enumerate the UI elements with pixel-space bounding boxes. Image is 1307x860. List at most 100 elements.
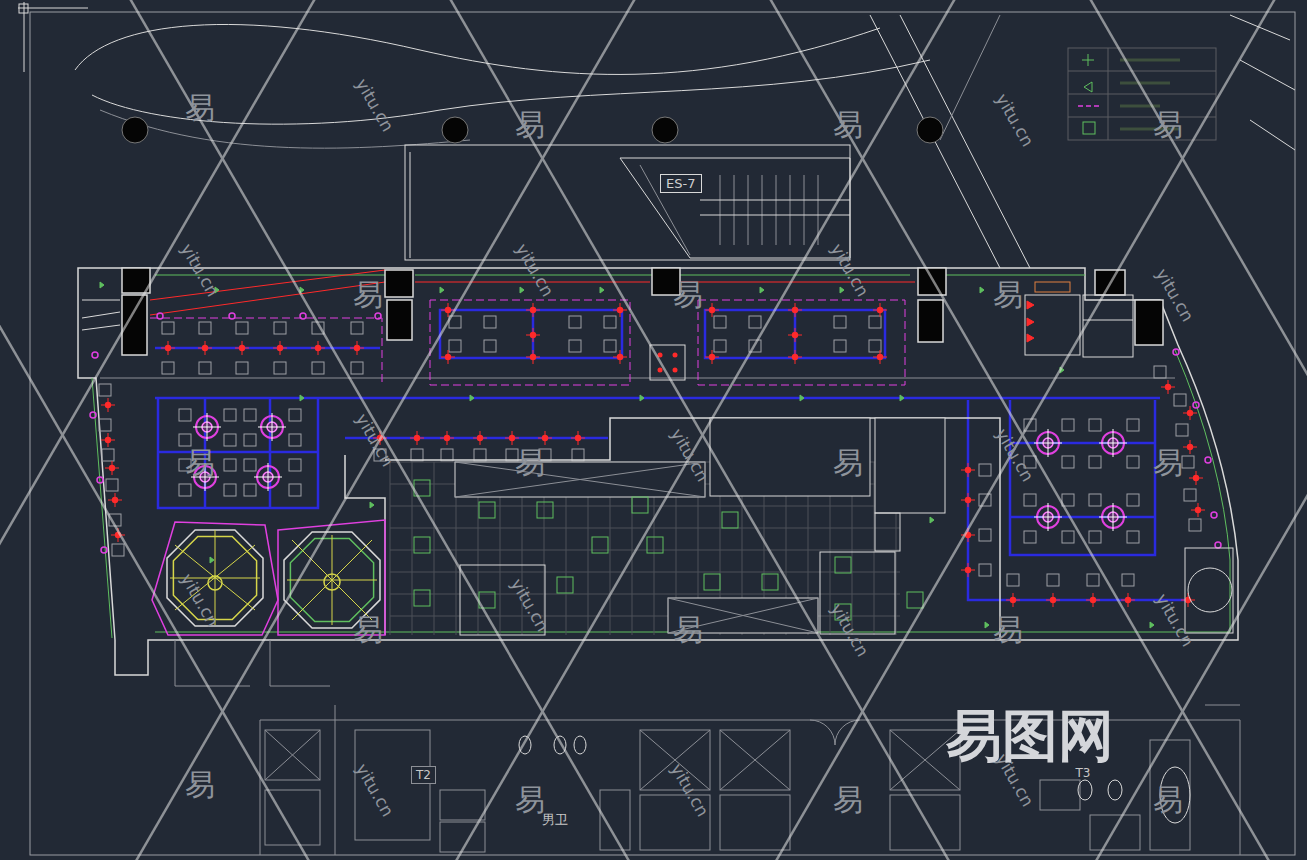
downlight-dot: [445, 307, 451, 313]
cashier-counter: [1025, 295, 1080, 355]
chair-symbol: [1154, 366, 1166, 378]
chair-symbol: [869, 316, 881, 328]
drawing-frame: [30, 12, 1295, 855]
chair-symbol: [274, 362, 286, 374]
escalator-step: [790, 175, 791, 245]
shaft-cross: [720, 730, 790, 790]
chair-symbol: [179, 434, 191, 446]
fresh-air-grille: [414, 537, 430, 553]
chair-symbol: [179, 409, 191, 421]
legend-rule: [1068, 117, 1216, 118]
chair-symbol: [351, 322, 363, 334]
atrium-curve: [75, 24, 880, 74]
downlight-dot: [277, 345, 283, 351]
downlight-dot: [530, 354, 536, 360]
pendant-lamp-symbol: [193, 413, 221, 441]
downlight-dot: [105, 402, 111, 408]
downlight-dot: [792, 332, 798, 338]
pendant-lamp-symbol: [254, 463, 282, 491]
chair-symbol: [224, 459, 236, 471]
downlight-dot: [509, 435, 515, 441]
toilet-tag: T2: [411, 766, 436, 784]
niche-light: [673, 368, 678, 373]
watermark: yitu.cn: [507, 575, 553, 635]
downlight-dot: [315, 345, 321, 351]
downlight-symbol: [311, 341, 325, 355]
downlight-dot: [542, 435, 548, 441]
vent-arrow: [470, 395, 474, 401]
tile-line: [434, 462, 435, 635]
watermark-stroke: [765, 0, 1280, 860]
downlight-dot: [1050, 597, 1056, 603]
wall-lamp-symbol: [1193, 402, 1199, 408]
structural-column: [918, 268, 946, 295]
wall-lamp-symbol: [97, 477, 103, 483]
chair-symbol: [1089, 494, 1101, 506]
downlight-symbol: [350, 341, 364, 355]
node-text: ES-7: [666, 176, 696, 191]
toilet-cubicle: [1090, 815, 1140, 850]
vent-arrow: [760, 287, 764, 293]
shaft-cross: [265, 730, 320, 780]
light-trough: [968, 400, 1190, 600]
round-column: [122, 117, 148, 143]
chair-symbol: [474, 449, 486, 461]
pendant-lamp-symbol: [1034, 503, 1062, 531]
chair-symbol: [714, 316, 726, 328]
chair-symbol: [1047, 574, 1059, 586]
downlight-dot: [1195, 507, 1201, 513]
vent-arrow: [370, 502, 374, 508]
soffit-line: [150, 270, 385, 315]
chair-symbol: [1062, 456, 1074, 468]
chandelier-symbol: [324, 574, 340, 590]
chair-symbol: [569, 340, 581, 352]
toilet-cubicle: [265, 730, 320, 780]
watermark: 易: [673, 610, 703, 651]
chair-symbol: [224, 484, 236, 496]
downlight-symbol: [613, 350, 627, 364]
legend-text-trace: [1120, 59, 1180, 62]
legend-text-trace: [1120, 82, 1170, 85]
chair-symbol: [1176, 424, 1188, 436]
watermark: 易: [185, 765, 215, 806]
downlight-symbol: [473, 431, 487, 445]
spot-symbol: [1027, 318, 1034, 326]
downlight-symbol: [788, 328, 802, 342]
toilet-cubicle: [440, 790, 485, 820]
chair-symbol: [411, 449, 423, 461]
fresh-air-grille: [557, 577, 573, 593]
chair-symbol: [484, 316, 496, 328]
frame-mark: [19, 4, 28, 13]
downlight-dot: [792, 307, 798, 313]
downlight-symbol: [526, 328, 540, 342]
light-trough: [155, 347, 380, 350]
tile-line: [390, 572, 900, 573]
chair-symbol: [1174, 394, 1186, 406]
watermark: yitu.cn: [352, 75, 398, 135]
light-trough: [158, 398, 318, 508]
watermark: 易: [185, 88, 215, 129]
escalator-void: [405, 145, 850, 260]
chair-symbol: [749, 316, 761, 328]
watermark: 易: [833, 780, 863, 821]
downlight-symbol: [961, 493, 975, 507]
downlight-dot: [709, 307, 715, 313]
downlight-symbol: [1006, 593, 1020, 607]
pendant-cross: [272, 413, 273, 441]
ceiling-edge: [92, 350, 1230, 638]
structural-column: [387, 300, 412, 340]
downlight-symbol: [705, 350, 719, 364]
room-label: 男卫: [542, 811, 568, 829]
watermark: 易: [1153, 443, 1183, 484]
downlight-symbol: [1189, 471, 1203, 485]
escalator-rail: [700, 200, 850, 201]
watermark-logo: 易图网: [946, 699, 1114, 775]
basin-symbol: [1078, 780, 1092, 800]
wall-lamp-symbol: [157, 313, 163, 319]
building-edge: [900, 15, 1030, 268]
tile-line: [390, 550, 900, 551]
fresh-air-grille: [907, 592, 923, 608]
downlight-dot: [617, 307, 623, 313]
chair-symbol: [99, 384, 111, 396]
